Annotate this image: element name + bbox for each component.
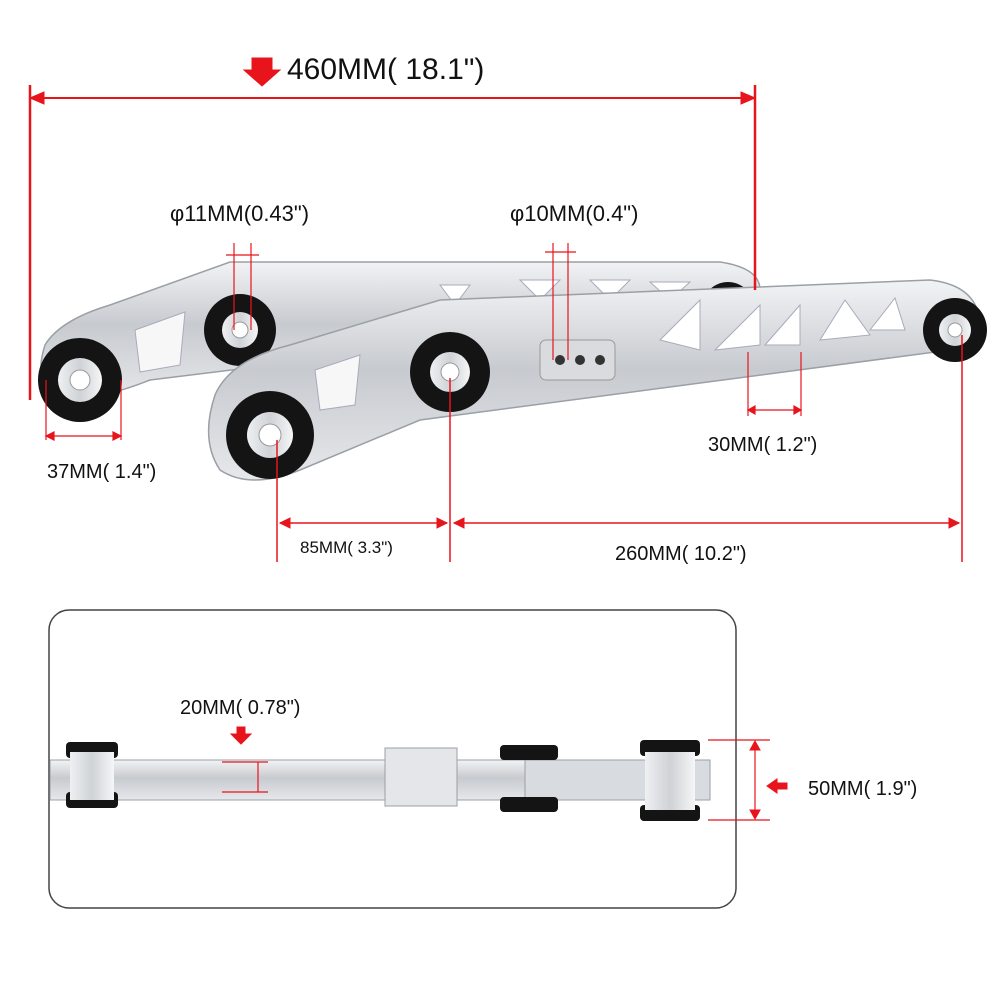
dimension-bushing-width: [44, 380, 123, 441]
end-to-center-label: 85MM( 3.3"): [300, 538, 393, 557]
dimension-lower: [276, 335, 963, 562]
center-to-end-label: 260MM( 10.2"): [615, 543, 747, 565]
left-hole-label: φ11MM(0.43"): [170, 201, 309, 226]
bushing-left-end: [38, 338, 122, 422]
front-control-arm: [207, 279, 981, 481]
arrow-down-icon: [229, 726, 253, 745]
dimension-height: [708, 739, 788, 821]
arrow-down-icon: [242, 57, 282, 87]
side-view-arm: [49, 740, 711, 821]
dimension-thickness: [222, 726, 268, 793]
bushing-front-right: [923, 298, 987, 362]
dimension-slot: [746, 352, 803, 416]
arrow-left-icon: [766, 778, 788, 794]
bushing-back-center: [204, 294, 276, 366]
bar-thickness-label: 20MM( 0.78"): [180, 697, 300, 719]
dimension-left-hole: [226, 243, 259, 330]
bushing-width-label: 37MM( 1.4"): [47, 461, 156, 483]
bushing-front-center: [410, 332, 490, 412]
bushing-height-label: 50MM( 1.9"): [808, 778, 917, 800]
overall-length-label: 460MM( 18.1"): [287, 53, 484, 86]
center-hole-label: φ10MM(0.4"): [510, 201, 638, 226]
dimension-center-hole: [545, 243, 576, 360]
slot-width-label: 30MM( 1.2"): [708, 434, 817, 456]
dimension-overall: [28, 57, 757, 400]
bushing-front-left: [226, 391, 314, 479]
